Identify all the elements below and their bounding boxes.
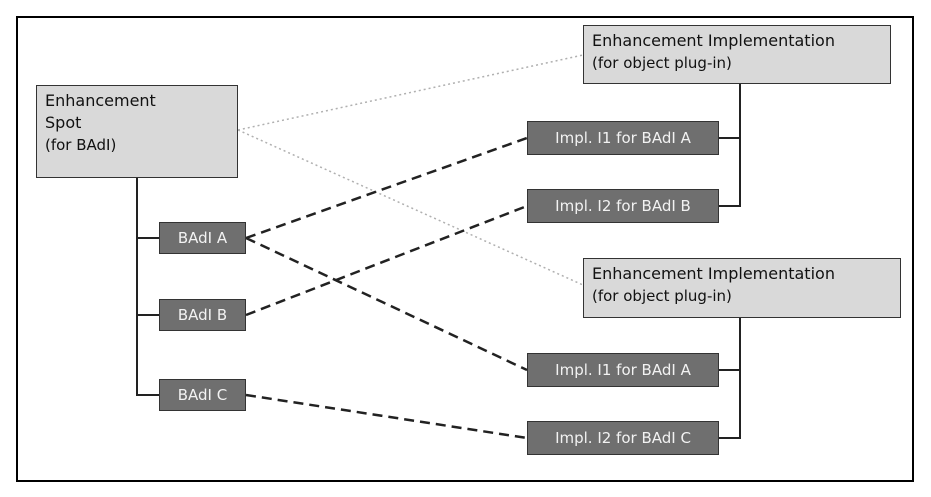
- impl-2-item-i2-label: Impl. I2 for BAdI C: [555, 429, 691, 447]
- badi-c-label: BAdI C: [177, 386, 228, 404]
- badi-b-box[interactable]: BAdI B: [159, 299, 246, 331]
- impl-1-subtitle: (for object plug-in): [592, 54, 732, 72]
- badi-c-box[interactable]: BAdI C: [159, 379, 246, 411]
- dotted-link-spot-impl-1: [237, 54, 584, 131]
- dashed-link-badi-a-impl-1-i1: [245, 136, 528, 240]
- impl-2-subtitle: (for object plug-in): [592, 287, 732, 305]
- spot-title-line-2: Spot: [45, 113, 82, 132]
- enhancement-implementation-1-box[interactable]: Enhancement Implementation (for object p…: [583, 25, 891, 84]
- impl-1-tree-connector: [719, 84, 741, 207]
- dashed-link-badi-a-impl-2-i1: [245, 236, 528, 372]
- badi-a-label: BAdI A: [177, 229, 228, 247]
- impl-1-item-i1-label: Impl. I1 for BAdI A: [555, 129, 691, 147]
- dashed-link-badi-c-impl-2-i2: [245, 393, 528, 440]
- impl-2-title: Enhancement Implementation: [592, 264, 835, 283]
- impl-2-item-i1-box[interactable]: Impl. I1 for BAdI A: [527, 353, 719, 387]
- enhancement-spot-box[interactable]: Enhancement Spot (for BAdI): [36, 85, 238, 178]
- impl-2-item-i2-box[interactable]: Impl. I2 for BAdI C: [527, 421, 719, 455]
- impl-1-item-i2-box[interactable]: Impl. I2 for BAdI B: [527, 189, 719, 223]
- spot-tree-connector: [136, 178, 159, 396]
- spot-subtitle: (for BAdI): [45, 136, 117, 154]
- dashed-link-badi-b-impl-1-i2: [245, 204, 528, 317]
- impl-1-title: Enhancement Implementation: [592, 31, 835, 50]
- spot-title-line-1: Enhancement: [45, 91, 156, 110]
- impl-2-tree-connector: [719, 318, 741, 439]
- badi-b-label: BAdI B: [177, 306, 228, 324]
- impl-2-item-i1-label: Impl. I1 for BAdI A: [555, 361, 691, 379]
- impl-1-item-i2-label: Impl. I2 for BAdI B: [555, 197, 691, 215]
- impl-1-item-i1-box[interactable]: Impl. I1 for BAdI A: [527, 121, 719, 155]
- badi-a-box[interactable]: BAdI A: [159, 222, 246, 254]
- enhancement-implementation-2-box[interactable]: Enhancement Implementation (for object p…: [583, 258, 901, 318]
- dotted-link-spot-impl-2: [237, 129, 584, 286]
